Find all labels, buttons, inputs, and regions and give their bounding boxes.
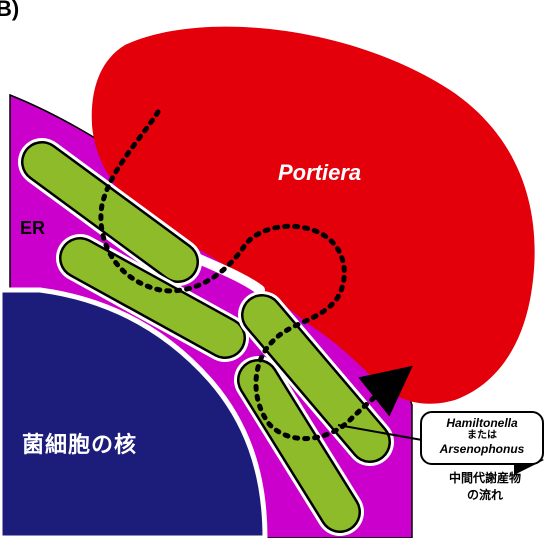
panel-label: B)	[0, 0, 19, 22]
nucleus-label: 菌細胞の核	[22, 427, 137, 459]
portiera-label: Portiera	[278, 160, 361, 186]
callout-line-2: または	[422, 430, 542, 442]
er-label: ER	[20, 218, 45, 239]
legend-label: 中間代謝産物 の流れ	[430, 470, 540, 504]
bacteria-callout: Hamiltonella または Arsenophonus	[420, 411, 544, 465]
callout-line-1: Hamiltonella	[422, 416, 542, 430]
legend-line-1: 中間代謝産物	[430, 470, 540, 487]
callout-line-3: Arsenophonus	[422, 442, 542, 456]
legend-line-2: の流れ	[430, 487, 540, 504]
